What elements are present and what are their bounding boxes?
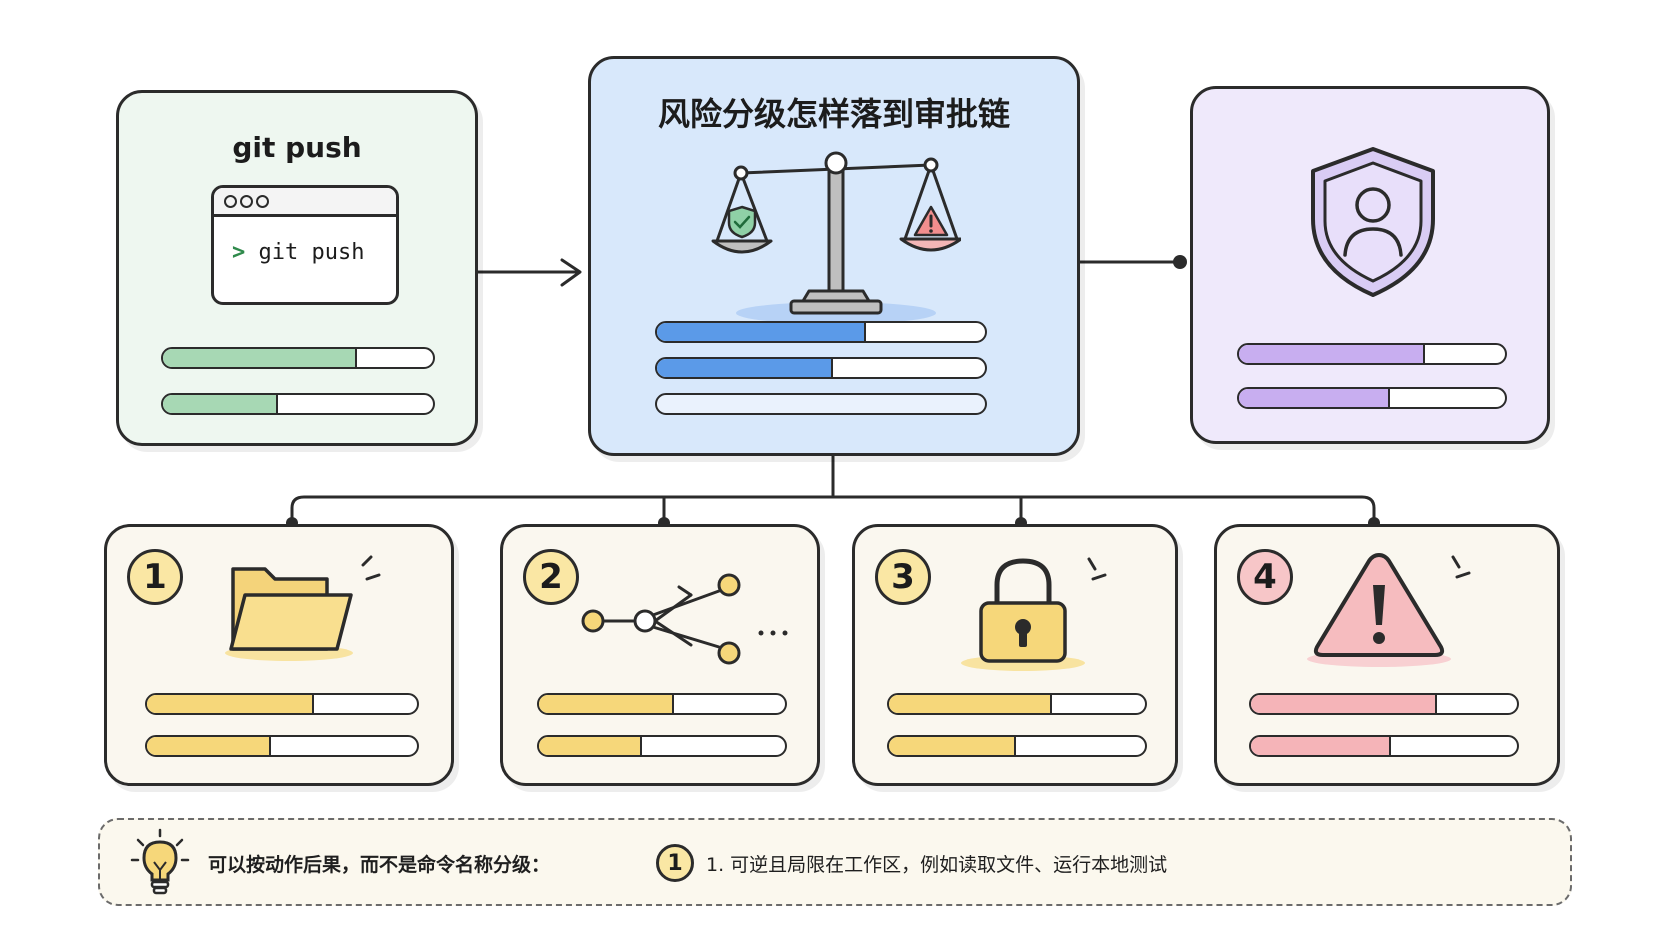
terminal-line: > git push — [232, 240, 364, 265]
level-1-bar-2 — [145, 735, 419, 757]
terminal-titlebar — [214, 188, 396, 217]
level-badge-4: 4 — [1237, 549, 1293, 605]
terminal-window: > git push — [211, 185, 399, 305]
approval-bar-1 — [1237, 343, 1507, 365]
lightbulb-icon — [130, 828, 190, 895]
level-2-bar-1 — [537, 693, 787, 715]
warning-icon — [1307, 553, 1471, 667]
level-2-bar-2 — [537, 735, 787, 757]
level-badge-2: 2 — [523, 549, 579, 605]
center-card: 风险分级怎样落到审批链 — [588, 56, 1080, 456]
level-badge-1: 1 — [127, 549, 183, 605]
source-card: git push > git push — [116, 90, 478, 446]
level-3-bar-1 — [887, 693, 1147, 715]
diagram-title: 风险分级怎样落到审批链 — [657, 95, 1010, 133]
approval-bar-2 — [1237, 387, 1507, 409]
prompt-chevron-icon: > — [232, 240, 246, 265]
note-strip: 可以按动作后果，而不是命令名称分级： 1 1. 可逆且局限在工作区，例如读取文件… — [98, 818, 1572, 906]
level-4-bar-2 — [1249, 735, 1519, 757]
level-4-bar-1 — [1249, 693, 1519, 715]
source-title: git push — [232, 131, 362, 164]
center-bar-2 — [655, 357, 987, 379]
level-3-bar-2 — [887, 735, 1147, 757]
shield-user-icon — [1311, 147, 1435, 297]
source-bar-1 — [161, 347, 435, 369]
terminal-command: git push — [258, 240, 365, 265]
window-dot-icon — [224, 195, 237, 208]
approval-card — [1190, 86, 1550, 444]
level-card-2: 2 — [500, 524, 820, 786]
balance-scale-icon — [711, 151, 961, 324]
note-text: 1. 可逆且局限在工作区，例如读取文件、运行本地测试 — [706, 854, 1168, 876]
level-1-bar-1 — [145, 693, 419, 715]
folder-icon — [225, 555, 381, 661]
lock-icon — [961, 557, 1107, 671]
window-dot-icon — [256, 195, 269, 208]
level-card-4: 4 — [1214, 524, 1560, 786]
level-card-1: 1 — [104, 524, 454, 786]
tree-branch — [290, 495, 1376, 523]
center-bar-1 — [655, 321, 987, 343]
branch-icon — [581, 573, 788, 665]
level-badge-3: 3 — [875, 549, 931, 605]
window-dot-icon — [240, 195, 253, 208]
center-bar-3 — [655, 393, 987, 415]
source-bar-2 — [161, 393, 435, 415]
note-badge: 1 — [656, 844, 694, 882]
level-card-3: 3 — [852, 524, 1178, 786]
note-lead: 可以按动作后果，而不是命令名称分级： — [208, 854, 551, 876]
